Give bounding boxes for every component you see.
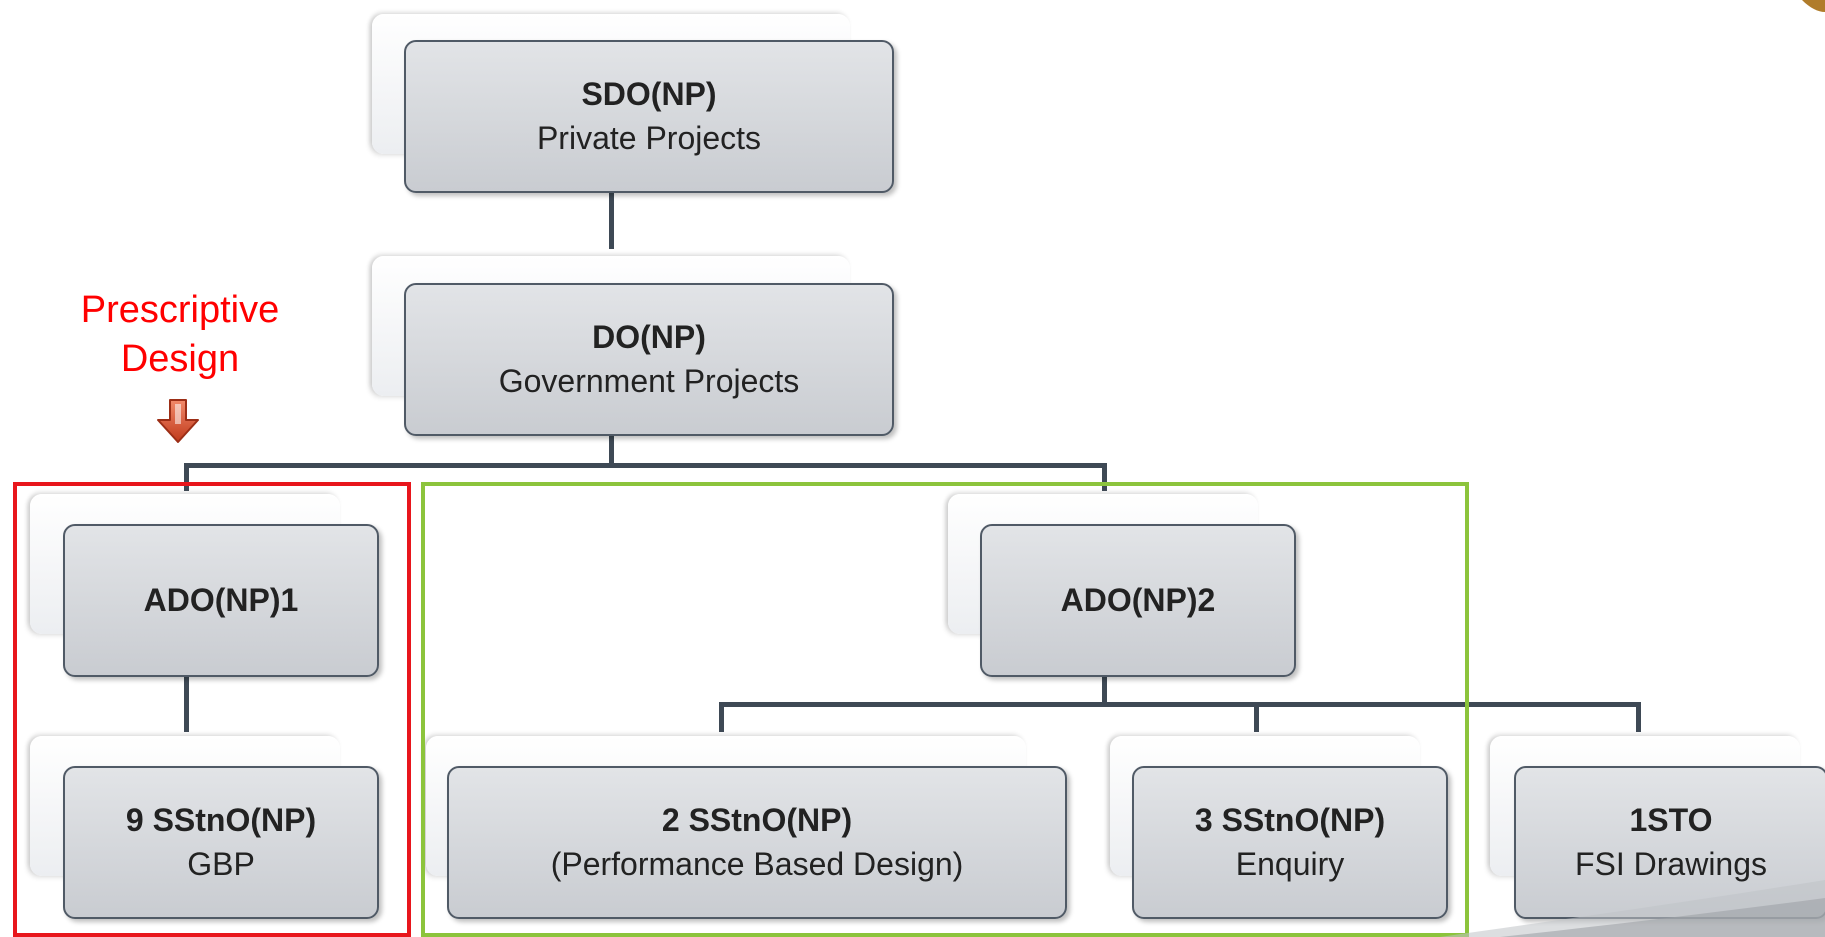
- node-sto1-subtitle: FSI Drawings: [1574, 845, 1768, 882]
- connector-to-ado1: [184, 463, 189, 491]
- connector-sdo-do: [609, 193, 614, 249]
- node-sstno2-subtitle: (Performance Based Design): [550, 845, 964, 882]
- node-ado1-title: ADO(NP)1: [143, 581, 299, 618]
- performance-design-frame: [421, 482, 1469, 937]
- node-sstno3: 3 SStnO(NP) Enquiry: [1132, 766, 1448, 919]
- node-sstno3-title: 3 SStnO(NP): [1194, 802, 1386, 839]
- node-do-subtitle: Government Projects: [498, 362, 800, 399]
- connector-ado2-bus: [719, 702, 1641, 707]
- node-sdo: SDO(NP) Private Projects: [404, 40, 894, 193]
- node-sdo-title: SDO(NP): [581, 76, 717, 113]
- node-sstno9: 9 SStnO(NP) GBP: [63, 766, 379, 919]
- node-do: DO(NP) Government Projects: [404, 283, 894, 436]
- node-sstno3-subtitle: Enquiry: [1235, 845, 1345, 882]
- node-sstno2: 2 SStnO(NP) (Performance Based Design): [447, 766, 1067, 919]
- connector-do-bus: [184, 463, 1107, 468]
- down-arrow-icon: [157, 399, 199, 443]
- node-ado2-title: ADO(NP)2: [1060, 581, 1216, 618]
- node-do-title: DO(NP): [592, 319, 706, 356]
- node-sstno9-subtitle: GBP: [187, 845, 255, 882]
- connector-to-ado2: [1102, 463, 1107, 491]
- prescriptive-design-frame: [13, 482, 411, 937]
- connector-to-sstno2: [719, 702, 724, 732]
- node-sstno2-title: 2 SStnO(NP): [661, 802, 853, 839]
- connector-to-sto1: [1636, 702, 1641, 732]
- node-sdo-subtitle: Private Projects: [536, 119, 762, 156]
- connector-do-stem: [609, 434, 614, 466]
- node-ado2: ADO(NP)2: [980, 524, 1296, 677]
- node-sstno9-title: 9 SStnO(NP): [125, 802, 317, 839]
- node-sto1-title: 1STO: [1629, 802, 1713, 839]
- connector-ado2-stem: [1102, 676, 1107, 706]
- connector-to-sstno3: [1254, 702, 1259, 732]
- decorative-swoosh: [1440, 880, 1825, 937]
- connector-ado1-sstno9: [184, 676, 189, 732]
- callout-line-1: Prescriptive: [80, 289, 280, 331]
- node-ado1: ADO(NP)1: [63, 524, 379, 677]
- prescriptive-design-callout: Prescriptive Design: [40, 286, 320, 385]
- callout-line-2: Design: [120, 338, 240, 381]
- decorative-corner: [1802, 0, 1825, 12]
